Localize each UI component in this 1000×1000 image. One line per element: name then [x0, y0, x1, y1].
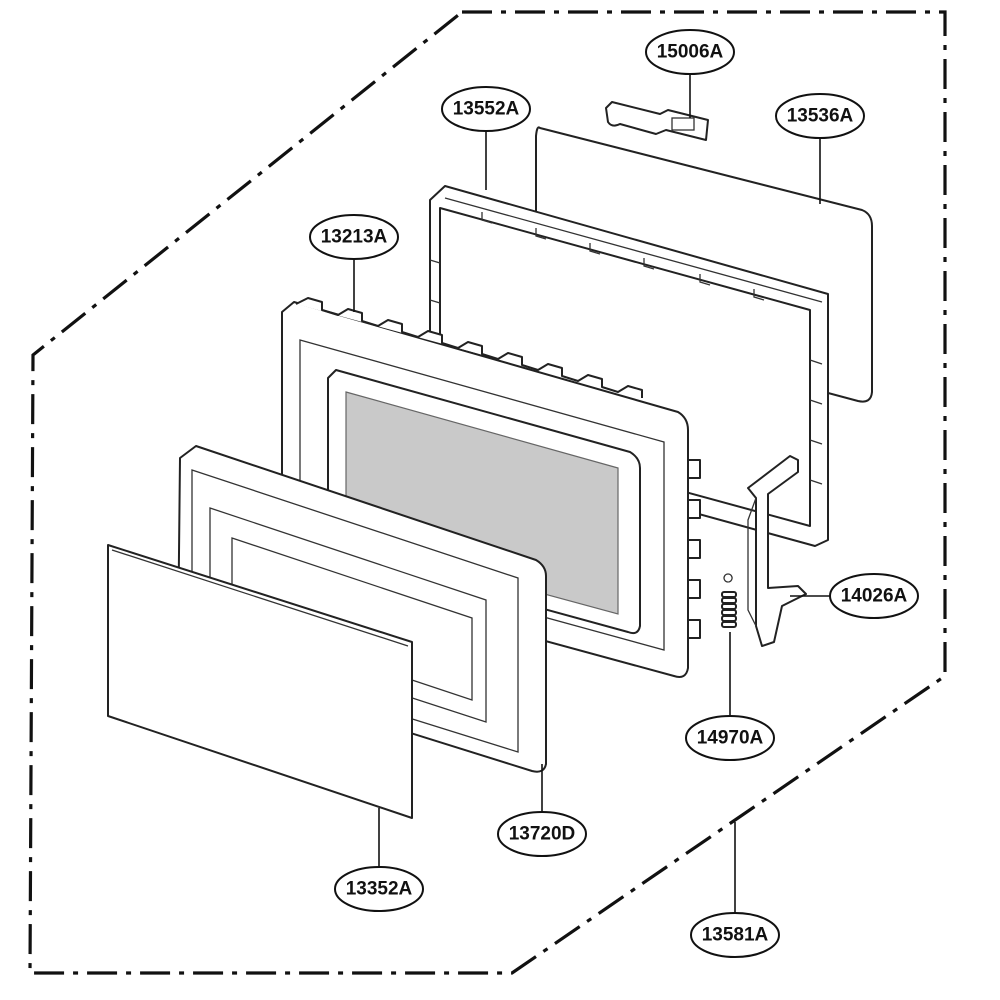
callout-label: 14026A	[841, 586, 908, 607]
part-latch-lever	[747, 455, 807, 647]
callout-label: 13581A	[702, 925, 769, 946]
callout-13213a: 13213A	[309, 214, 399, 260]
callout-14026a: 14026A	[829, 573, 919, 619]
callout-13352a: 13352A	[334, 866, 424, 912]
part-latch-plate	[605, 101, 709, 141]
callout-14970a: 14970A	[685, 715, 775, 761]
leader-lines	[353, 74, 832, 914]
callout-label: 13552A	[453, 99, 520, 120]
callout-13552a: 13552A	[441, 86, 531, 132]
callout-13581a: 13581A	[690, 912, 780, 958]
assembly-boundary	[28, 10, 947, 975]
part-glass-panel	[107, 544, 413, 819]
callout-13720d: 13720D	[497, 811, 587, 857]
callout-label: 13720D	[509, 824, 576, 845]
part-spring	[721, 573, 737, 628]
callout-label: 14970A	[697, 728, 764, 749]
callout-15006a: 15006A	[645, 29, 735, 75]
callout-label: 13213A	[321, 227, 388, 248]
callout-13536a: 13536A	[775, 93, 865, 139]
callout-label: 15006A	[657, 42, 724, 63]
callout-label: 13536A	[787, 106, 854, 127]
callout-label: 13352A	[346, 879, 413, 900]
